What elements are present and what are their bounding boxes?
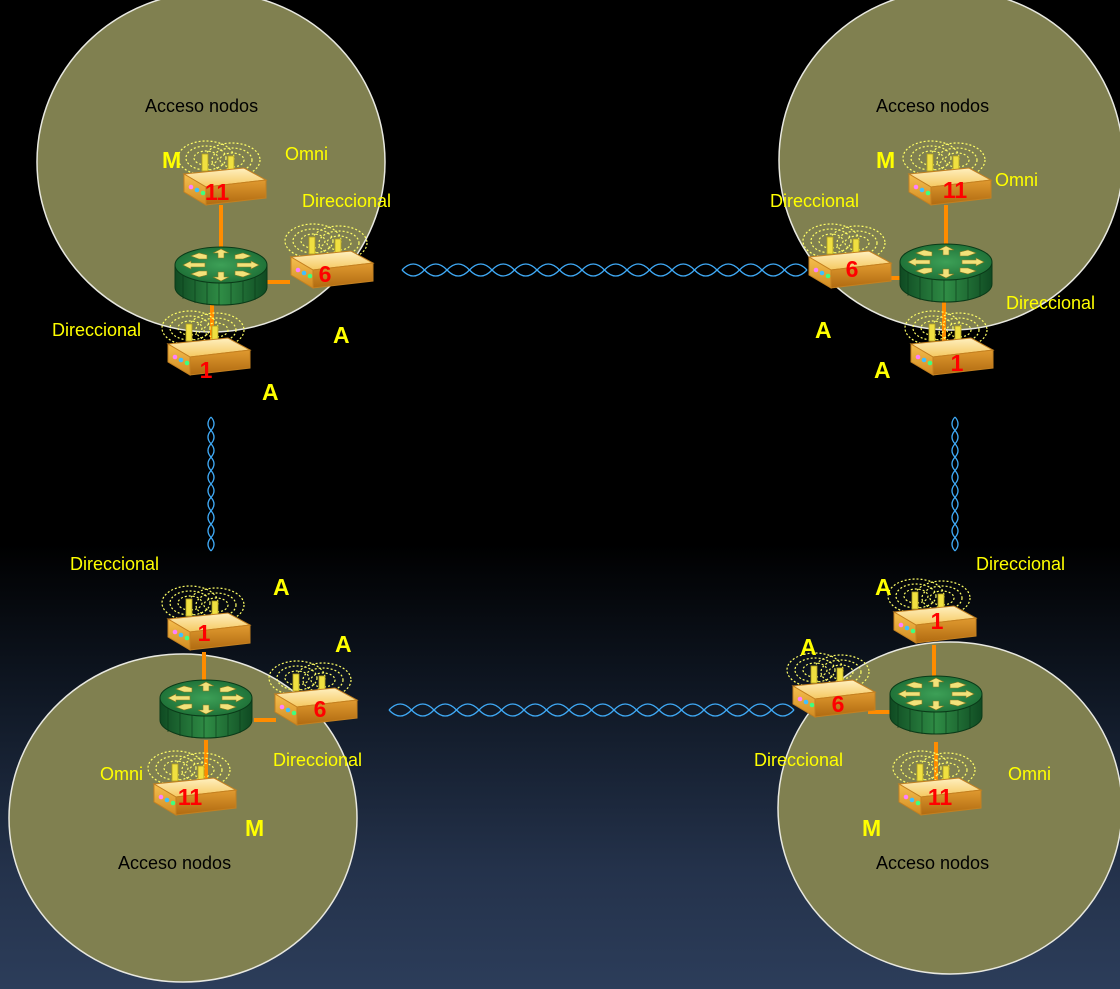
channel-label: 6: [314, 696, 327, 722]
channel-label: 1: [951, 350, 964, 376]
router-icon: [899, 243, 993, 303]
ap-marker: A: [273, 574, 290, 600]
mesh-marker: M: [876, 147, 895, 173]
access-nodes-label: Acceso nodos: [145, 96, 258, 116]
link-top-horizontal: [401, 263, 808, 277]
omni-label: Omni: [100, 764, 143, 784]
router-icon: [159, 679, 253, 739]
directional-label: Direccional: [770, 191, 859, 211]
directional-label: Direccional: [70, 554, 159, 574]
directional-label: Direccional: [754, 750, 843, 770]
mesh-marker: M: [862, 815, 881, 841]
channel-label: 11: [205, 179, 230, 205]
router-icon: [889, 675, 983, 735]
access-nodes-label: Acceso nodos: [876, 853, 989, 873]
directional-label: Direccional: [273, 750, 362, 770]
mesh-marker: M: [245, 815, 264, 841]
access-nodes-label: Acceso nodos: [118, 853, 231, 873]
ap-marker: A: [815, 317, 832, 343]
link-bottom-horizontal: [388, 703, 795, 717]
channel-label: 11: [943, 177, 968, 203]
ap-marker: A: [800, 634, 817, 660]
omni-label: Omni: [995, 170, 1038, 190]
ap-marker: A: [874, 357, 891, 383]
omni-label: Omni: [285, 144, 328, 164]
channel-label: 1: [931, 608, 944, 634]
directional-label: Direccional: [302, 191, 391, 211]
router-icon: [174, 246, 268, 306]
access-nodes-label: Acceso nodos: [876, 96, 989, 116]
directional-label: Direccional: [52, 320, 141, 340]
channel-label: 11: [928, 784, 953, 810]
ap-marker: A: [875, 574, 892, 600]
channel-label: 6: [846, 256, 859, 282]
mesh-marker: M: [162, 147, 181, 173]
omni-label: Omni: [1008, 764, 1051, 784]
channel-label: 6: [319, 261, 332, 287]
zone-bottom-left: [8, 653, 358, 983]
directional-label: Direccional: [1006, 293, 1095, 313]
channel-label: 1: [200, 357, 213, 383]
zone-top-right: [778, 0, 1120, 331]
ap-marker: A: [335, 631, 352, 657]
channel-label: 11: [178, 784, 203, 810]
ap-marker: A: [262, 379, 279, 405]
channel-label: 6: [832, 691, 845, 717]
link-left-vertical: [207, 416, 215, 552]
ap-marker: A: [333, 322, 350, 348]
channel-label: 1: [198, 620, 211, 646]
directional-label: Direccional: [976, 554, 1065, 574]
link-right-vertical: [951, 416, 959, 552]
